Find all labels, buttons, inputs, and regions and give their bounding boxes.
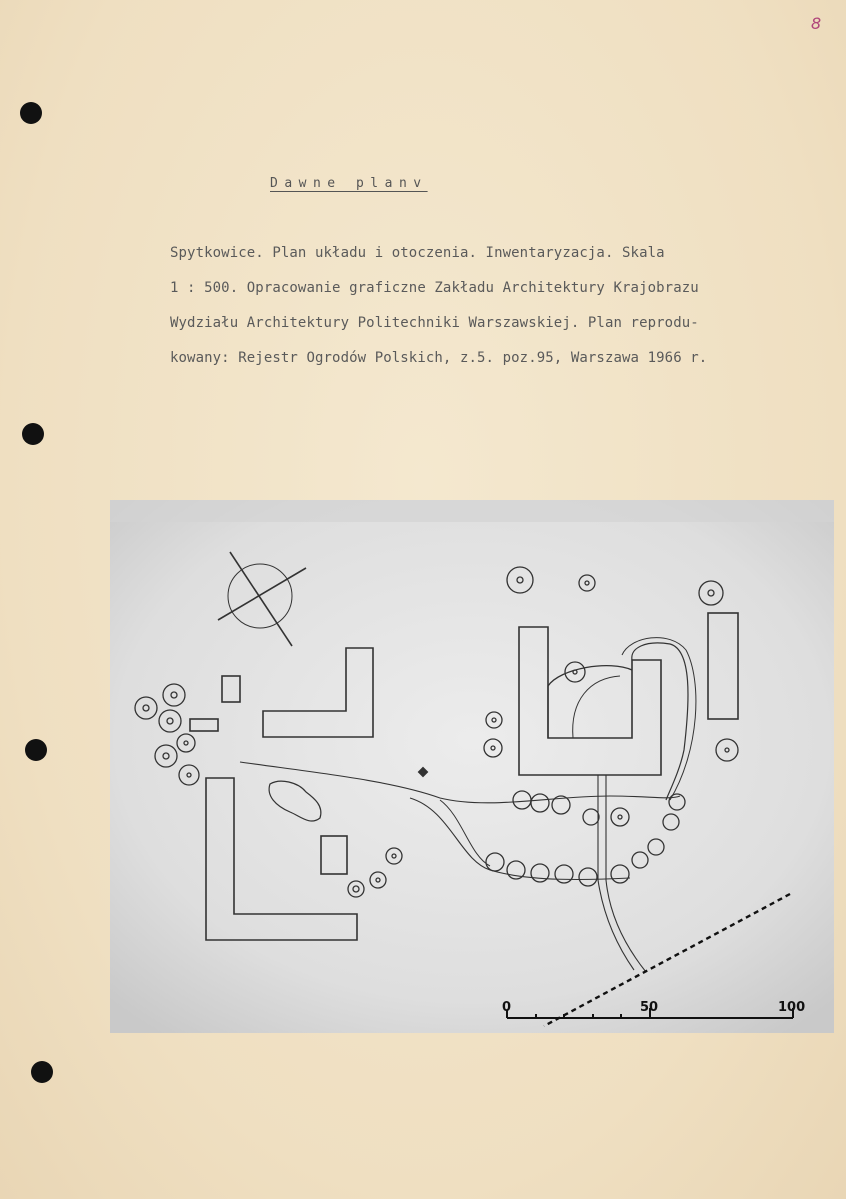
site-plan-photo: 0 50 100 [110,500,834,1033]
scale-label-100: 100 [778,1000,805,1015]
scale-bar [506,1008,794,1019]
body-line-4: kowany: Rejestr Ogrodów Polskich, z.5. p… [170,350,708,366]
plan-drawing [134,551,794,1028]
scale-label-50: 50 [640,1000,658,1015]
punch-hole [20,102,42,124]
punch-hole [22,423,44,445]
tree-symbols [134,566,739,898]
north-arrow-icon [217,551,307,647]
page-heading: Dawne planv [270,176,428,191]
punch-hole [25,739,47,761]
body-line-3: Wydziału Architektury Politechniki Warsz… [170,315,699,331]
punch-hole [31,1061,53,1083]
body-line-2: 1 : 500. Opracowanie graficzne Zakładu A… [170,280,699,296]
page-number: 8 [811,14,822,33]
scale-label-0: 0 [502,1000,511,1015]
body-line-1: Spytkowice. Plan układu i otoczenia. Inw… [170,245,665,261]
